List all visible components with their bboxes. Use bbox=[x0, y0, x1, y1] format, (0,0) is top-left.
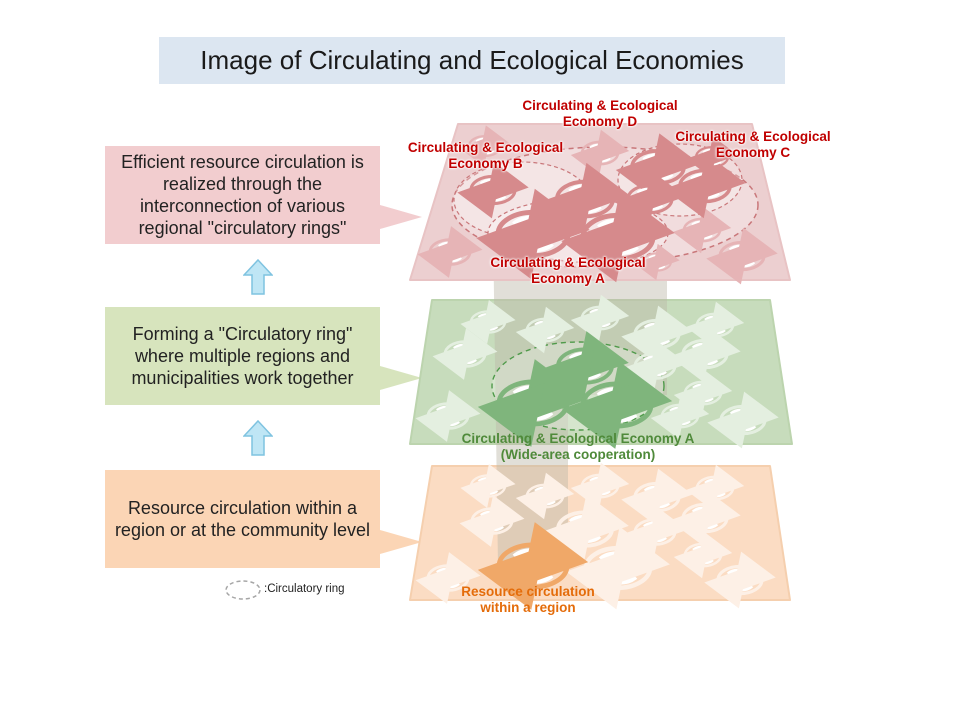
circulatory-ring bbox=[582, 142, 618, 164]
circulatory-ring bbox=[697, 477, 733, 499]
circulatory-ring bbox=[582, 475, 618, 497]
label-economy-b: Circulating & Ecological Economy B bbox=[407, 140, 564, 171]
callout-pointer-middle bbox=[380, 366, 422, 390]
up-arrow-icon bbox=[243, 420, 273, 456]
circulatory-ring bbox=[471, 475, 505, 496]
label-wide-area-cooperation: (Wide-area cooperation) bbox=[500, 447, 656, 462]
circulatory-ring bbox=[471, 311, 505, 332]
legend-label: :Circulatory ring bbox=[264, 583, 345, 595]
label-economy-a-wide: Circulating & Ecological Economy A bbox=[461, 431, 695, 446]
circulatory-ring bbox=[684, 219, 720, 241]
circulatory-ring bbox=[586, 548, 650, 588]
label-economy-a-top: Circulating & Ecological Economy A bbox=[490, 255, 646, 286]
circulatory-ring bbox=[720, 242, 764, 269]
circulatory-ring bbox=[635, 483, 679, 510]
label-economy-d: Circulating & Ecological Economy D bbox=[522, 98, 678, 129]
circulatory-ring bbox=[635, 520, 675, 545]
up-arrow-icon bbox=[243, 259, 273, 295]
circulatory-ring bbox=[499, 382, 567, 424]
circulatory-ring bbox=[557, 182, 613, 217]
circulatory-ring bbox=[628, 185, 672, 212]
circulatory-ring bbox=[430, 240, 470, 265]
page-title: Image of Circulating and Ecological Econ… bbox=[159, 37, 785, 84]
callout-circulatory-ring: Forming a "Circulatory ring" where multi… bbox=[105, 307, 380, 405]
circulatory-ring bbox=[558, 512, 612, 545]
callout-pointer-top bbox=[380, 205, 422, 229]
label-resource-circulation: Resource circulation bbox=[461, 584, 595, 599]
circulatory-ring bbox=[718, 566, 762, 593]
circulatory-ring bbox=[498, 212, 568, 255]
circulatory-ring bbox=[445, 342, 485, 367]
callout-pointer-bottom bbox=[380, 530, 422, 554]
circulatory-ring bbox=[721, 406, 765, 433]
circulatory-ring bbox=[583, 384, 651, 426]
circulatory-ring bbox=[685, 544, 721, 566]
circulatory-ring bbox=[662, 405, 698, 427]
circulatory-ring bbox=[499, 545, 567, 587]
circulatory-ring bbox=[683, 340, 727, 367]
callout-interconnection: Efficient resource circulation is realiz… bbox=[105, 146, 380, 244]
circulatory-ring bbox=[582, 307, 618, 329]
callout-regional-circulation: Resource circulation within a region or … bbox=[105, 470, 380, 568]
circulatory-ring bbox=[558, 349, 612, 382]
label-economy-c: Circulating & Ecological Economy C bbox=[675, 129, 831, 160]
circulatory-ring bbox=[527, 319, 563, 341]
circulatory-ring bbox=[471, 176, 515, 203]
circulatory-ring bbox=[428, 404, 468, 429]
label-within-region: within a region bbox=[480, 600, 576, 615]
circulatory-ring bbox=[635, 354, 675, 379]
circulatory-ring bbox=[683, 504, 727, 531]
circulatory-ring bbox=[472, 509, 512, 534]
dashed-ellipse-icon bbox=[225, 580, 261, 600]
circulatory-ring bbox=[680, 171, 730, 202]
circulatory-ring bbox=[527, 485, 563, 507]
